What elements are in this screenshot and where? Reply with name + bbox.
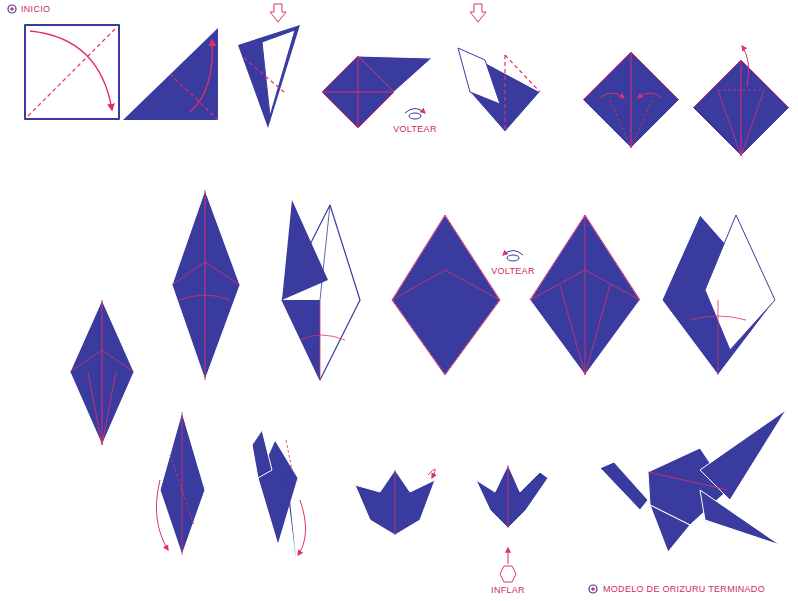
step-label: VOLTEAR <box>490 266 535 276</box>
step-label: VOLTEAR <box>392 124 437 134</box>
step-label: INFLAR <box>490 585 526 595</box>
step-label: INICIO <box>20 4 51 14</box>
step-label: MODELO DE ORIZURU TERMINADO <box>602 584 766 594</box>
